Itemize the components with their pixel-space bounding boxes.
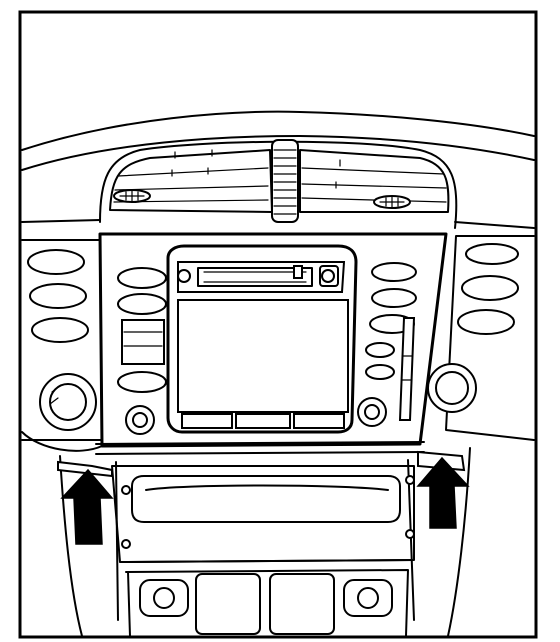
radio-head-unit: [166, 244, 358, 434]
left-side-panel: [21, 239, 103, 452]
left-button-column: [117, 267, 167, 435]
dashboard-top-outline: [21, 110, 535, 229]
center-console-bezel: [95, 232, 448, 455]
arrow-up-icon: [416, 450, 470, 529]
right-button-column: [357, 262, 417, 427]
lower-storage-tray: [59, 447, 471, 637]
figure-border: [18, 10, 538, 639]
arrow-up-icon: [57, 460, 114, 545]
right-side-panel: [427, 235, 535, 441]
center-air-vent: [99, 139, 458, 229]
